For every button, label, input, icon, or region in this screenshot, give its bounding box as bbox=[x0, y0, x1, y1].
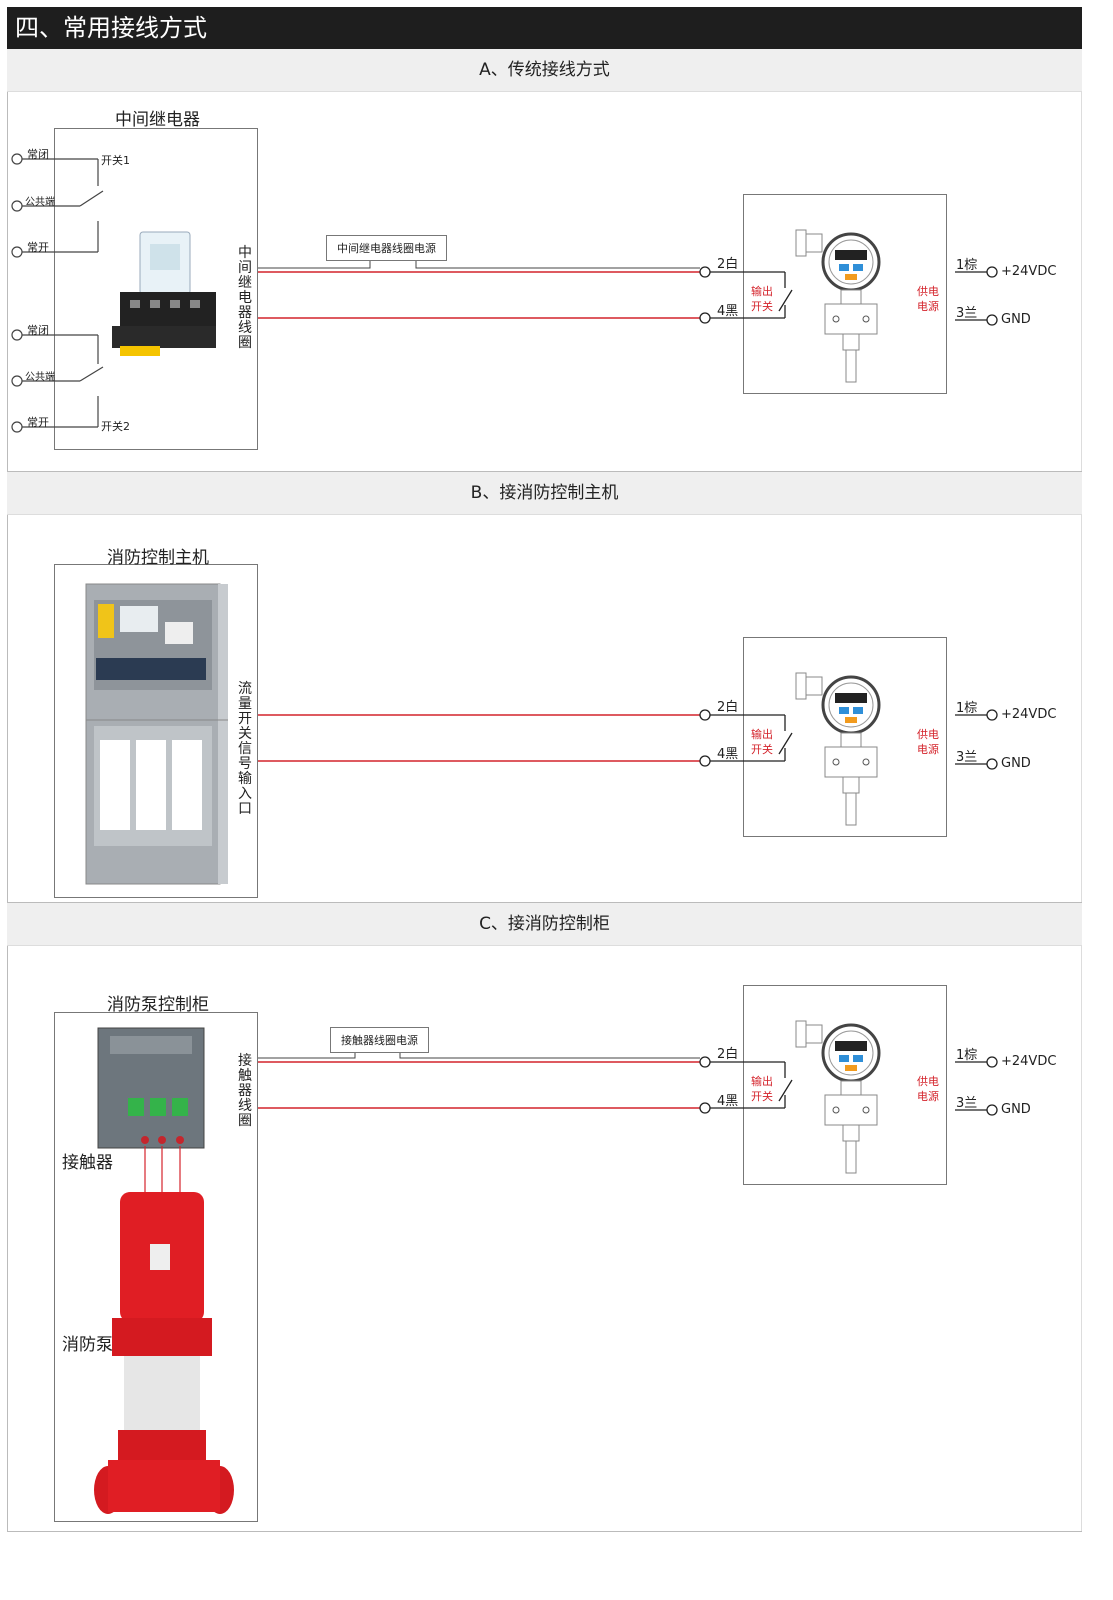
fire-control-host-image bbox=[85, 583, 228, 885]
contactor-power-tag: 接触器线圈电源 bbox=[330, 1027, 429, 1053]
section-b-title: B、接消防控制主机 bbox=[7, 472, 1082, 514]
supply-label-1: 供电 bbox=[917, 1075, 939, 1088]
supply-label-1: 供电 bbox=[917, 285, 939, 298]
switch-2-label: 开关2 bbox=[101, 420, 130, 433]
flow-switch-image-c bbox=[794, 1019, 881, 1175]
section-c-title: C、接消防控制柜 bbox=[7, 903, 1082, 945]
flow-switch-image-b bbox=[794, 671, 881, 827]
fire-pump-image bbox=[94, 1192, 234, 1514]
cabinet-caption: 消防泵控制柜 bbox=[107, 995, 209, 1015]
supply-label-2: 电源 bbox=[917, 300, 939, 313]
divider bbox=[7, 945, 1082, 946]
contact-no-2: 常开 bbox=[27, 416, 49, 429]
wire-2-label: 2白 bbox=[717, 257, 739, 272]
plus24-label: +24VDC bbox=[1001, 1054, 1057, 1069]
wire-1-label: 1棕 bbox=[956, 701, 978, 716]
divider bbox=[7, 514, 1082, 515]
gnd-label: GND bbox=[1001, 312, 1031, 327]
contact-com-2: 公共端 bbox=[25, 372, 55, 383]
relay-power-tag: 中间继电器线圈电源 bbox=[326, 235, 447, 261]
relay-caption: 中间继电器 bbox=[115, 110, 200, 130]
wire-4-label: 4黑 bbox=[717, 1094, 739, 1109]
output-switch-label-1: 输出 bbox=[751, 285, 773, 298]
section-b-panel bbox=[7, 471, 1082, 902]
contactor-label: 接触器 bbox=[62, 1153, 113, 1173]
output-switch-label-2: 开关 bbox=[751, 1090, 773, 1103]
output-switch-label-2: 开关 bbox=[751, 300, 773, 313]
plus24-label: +24VDC bbox=[1001, 264, 1057, 279]
contact-com-1: 公共端 bbox=[25, 197, 55, 208]
bottom-divider bbox=[7, 1531, 1082, 1532]
supply-label-2: 电源 bbox=[917, 1090, 939, 1103]
relay-coil-label: 中间继电器线圈 bbox=[238, 245, 252, 351]
relay-image bbox=[112, 231, 216, 356]
section-a-panel bbox=[7, 49, 1082, 471]
section-a-title: A、传统接线方式 bbox=[7, 49, 1082, 91]
contact-no-1: 常开 bbox=[27, 241, 49, 254]
divider bbox=[7, 902, 1082, 903]
wire-2-label: 2白 bbox=[717, 1047, 739, 1062]
wire-4-label: 4黑 bbox=[717, 747, 739, 762]
gnd-label: GND bbox=[1001, 756, 1031, 771]
wire-1-label: 1棕 bbox=[956, 1048, 978, 1063]
host-input-label: 流量开关信号输入口 bbox=[238, 681, 252, 817]
output-switch-label-2: 开关 bbox=[751, 743, 773, 756]
gnd-label: GND bbox=[1001, 1102, 1031, 1117]
flow-switch-image-a bbox=[794, 228, 881, 384]
wire-4-label: 4黑 bbox=[717, 304, 739, 319]
fire-pump-label: 消防泵 bbox=[62, 1335, 113, 1355]
switch-1-label: 开关1 bbox=[101, 154, 130, 167]
divider bbox=[7, 471, 1082, 472]
output-switch-label-1: 输出 bbox=[751, 728, 773, 741]
host-caption: 消防控制主机 bbox=[107, 548, 209, 568]
contact-nc-2: 常闭 bbox=[27, 324, 49, 337]
contactor-image bbox=[97, 1027, 205, 1149]
supply-label-1: 供电 bbox=[917, 728, 939, 741]
wire-1-label: 1棕 bbox=[956, 258, 978, 273]
wire-2-label: 2白 bbox=[717, 700, 739, 715]
contact-nc-1: 常闭 bbox=[27, 148, 49, 161]
wire-3-label: 3兰 bbox=[956, 750, 978, 765]
output-switch-label-1: 输出 bbox=[751, 1075, 773, 1088]
plus24-label: +24VDC bbox=[1001, 707, 1057, 722]
contactor-coil-label: 接触器线圈 bbox=[238, 1053, 252, 1129]
wire-3-label: 3兰 bbox=[956, 1096, 978, 1111]
section-c-panel bbox=[7, 902, 1082, 1532]
page-title: 四、常用接线方式 bbox=[7, 7, 1082, 49]
supply-label-2: 电源 bbox=[917, 743, 939, 756]
wire-3-label: 3兰 bbox=[956, 306, 978, 321]
divider bbox=[7, 91, 1082, 92]
